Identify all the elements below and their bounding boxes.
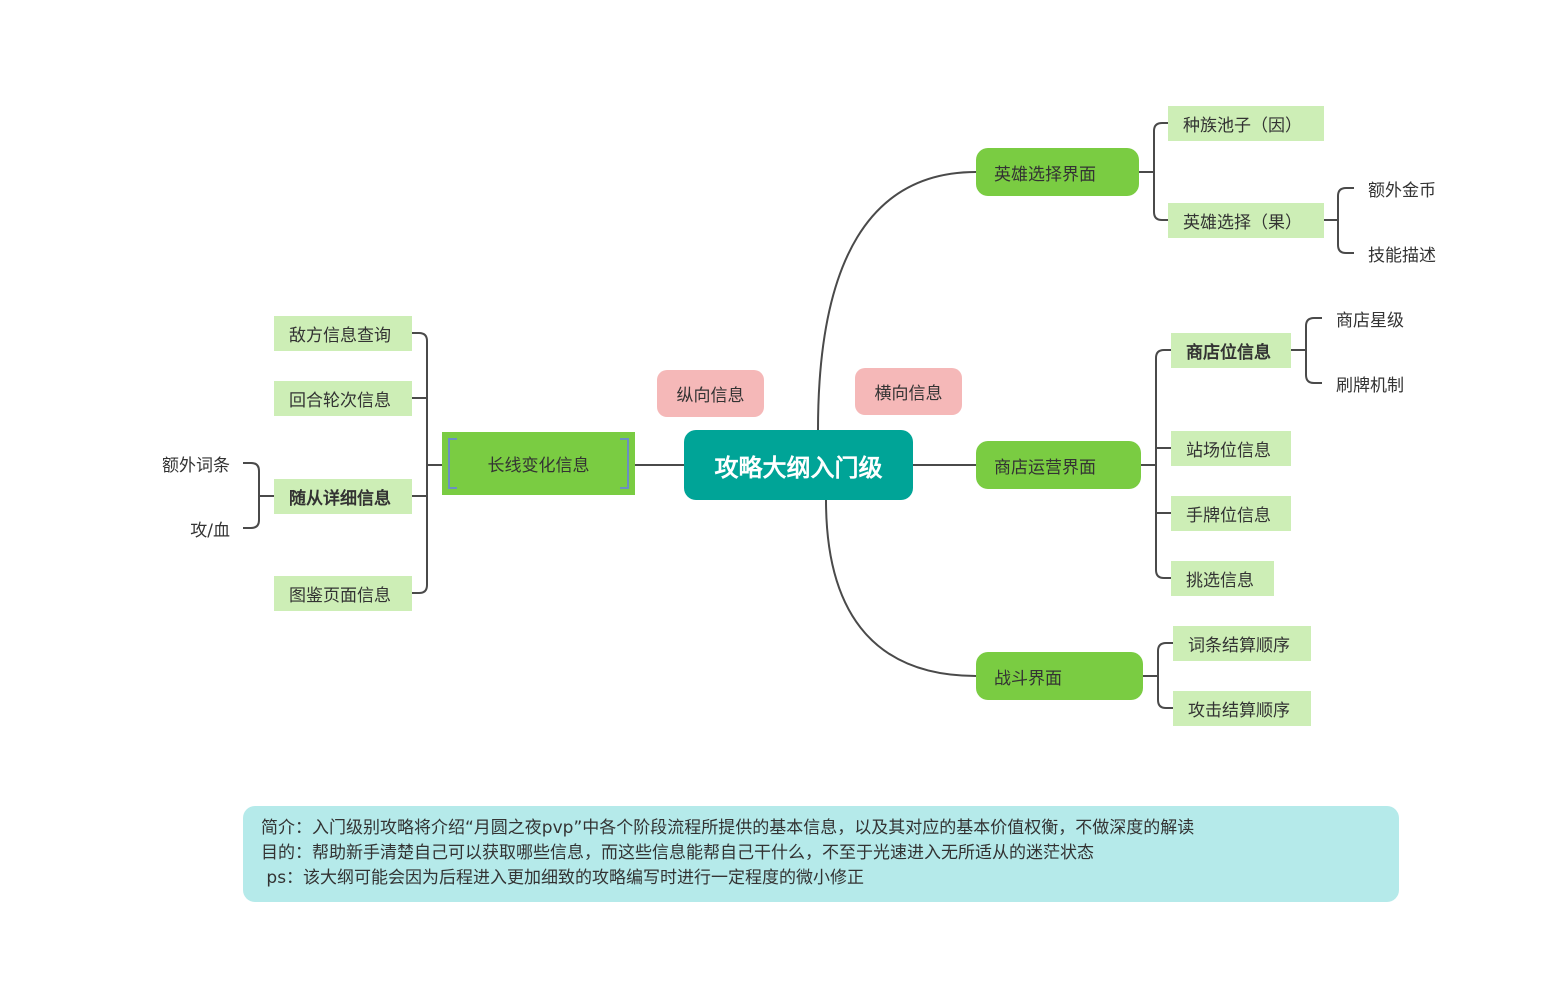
refresh-label: 刷牌机制 [1336,375,1404,396]
link-minion-bracket [243,462,260,529]
pick-node[interactable]: 挑选信息 [1171,561,1274,596]
entry-order-label: 词条结算顺序 [1188,636,1290,656]
refresh-node[interactable]: 刷牌机制 [1324,368,1424,398]
field-slot-node[interactable]: 站场位信息 [1171,431,1291,466]
enemy-query-label: 敌方信息查询 [289,326,391,346]
codex-node[interactable]: 图鉴页面信息 [274,576,412,611]
link-root-hero [817,171,977,431]
race-pool-label: 种族池子（因） [1183,116,1302,136]
race-pool-node[interactable]: 种族池子（因） [1168,106,1324,141]
root-topic[interactable]: 攻略大纲入门级 [684,430,913,500]
summary-note[interactable]: 简介：入门级别攻略将介绍“月圆之夜pvp”中各个阶段流程所提供的基本信息，以及其… [243,806,1399,902]
skill-desc-label: 技能描述 [1368,245,1436,266]
round-info-node[interactable]: 回合轮次信息 [274,381,412,416]
extra-entry-label: 额外词条 [162,455,230,476]
atk-hp-node[interactable]: 攻/血 [130,513,230,543]
link-root-battle [825,499,977,677]
horizontal-info-text: 横向信息 [874,384,943,404]
battle-node[interactable]: 战斗界面 [976,652,1143,700]
extra-gold-node[interactable]: 额外金币 [1356,173,1456,203]
shop-label: 商店运营界面 [994,457,1096,478]
round-info-label: 回合轮次信息 [289,391,391,411]
hero-select-label: 英雄选择界面 [994,164,1096,185]
atk-hp-label: 攻/血 [190,520,230,541]
shop-star-node[interactable]: 商店星级 [1324,303,1424,333]
codex-label: 图鉴页面信息 [289,586,391,606]
extra-gold-label: 额外金币 [1368,180,1436,201]
link-slot-bracket [1305,317,1322,384]
battle-label: 战斗界面 [994,668,1062,689]
shop-star-label: 商店星级 [1336,310,1404,331]
hero-pick-node[interactable]: 英雄选择（果） [1168,203,1324,238]
pick-label: 挑选信息 [1186,571,1254,591]
left-bracket-icon [448,438,457,489]
hand-slot-node[interactable]: 手牌位信息 [1171,496,1291,531]
extra-entry-node[interactable]: 额外词条 [130,448,230,478]
attack-order-label: 攻击结算顺序 [1188,701,1290,721]
skill-desc-node[interactable]: 技能描述 [1356,238,1456,268]
long-term-label: 长线变化信息 [487,456,590,476]
link-shop-bracket [1155,349,1171,579]
summary-ps: ps：该大纲可能会因为后程进入更加细致的攻略编写时进行一定程度的微小修正 [261,868,865,888]
shop-slot-label: 商店位信息 [1186,343,1271,363]
link-battle-bracket [1157,642,1173,709]
long-term-node[interactable]: 长线变化信息 [442,432,635,495]
hero-pick-label: 英雄选择（果） [1183,213,1302,233]
link-long-bracket [412,332,428,594]
vertical-info-text: 纵向信息 [676,386,745,406]
enemy-query-node[interactable]: 敌方信息查询 [274,316,412,351]
shop-slot-node[interactable]: 商店位信息 [1171,333,1291,368]
vertical-info-label[interactable]: 纵向信息 [657,370,764,417]
attack-order-node[interactable]: 攻击结算顺序 [1173,691,1311,726]
link-hero-bracket [1153,122,1168,221]
hand-slot-label: 手牌位信息 [1186,506,1271,526]
right-bracket-icon [620,438,629,489]
shop-node[interactable]: 商店运营界面 [976,441,1141,489]
hero-select-node[interactable]: 英雄选择界面 [976,148,1139,196]
link-pick-bracket [1337,187,1354,254]
field-slot-label: 站场位信息 [1186,441,1271,461]
minion-detail-node[interactable]: 随从详细信息 [274,479,412,514]
minion-detail-label: 随从详细信息 [289,489,391,509]
horizontal-info-label[interactable]: 横向信息 [855,368,962,415]
summary-purpose: 目的：帮助新手清楚自己可以获取哪些信息，而这些信息能帮自己干什么，不至于光速进入… [261,843,1094,863]
root-topic-label: 攻略大纲入门级 [714,453,883,482]
summary-intro: 简介：入门级别攻略将介绍“月圆之夜pvp”中各个阶段流程所提供的基本信息，以及其… [261,818,1195,838]
entry-order-node[interactable]: 词条结算顺序 [1173,626,1311,661]
